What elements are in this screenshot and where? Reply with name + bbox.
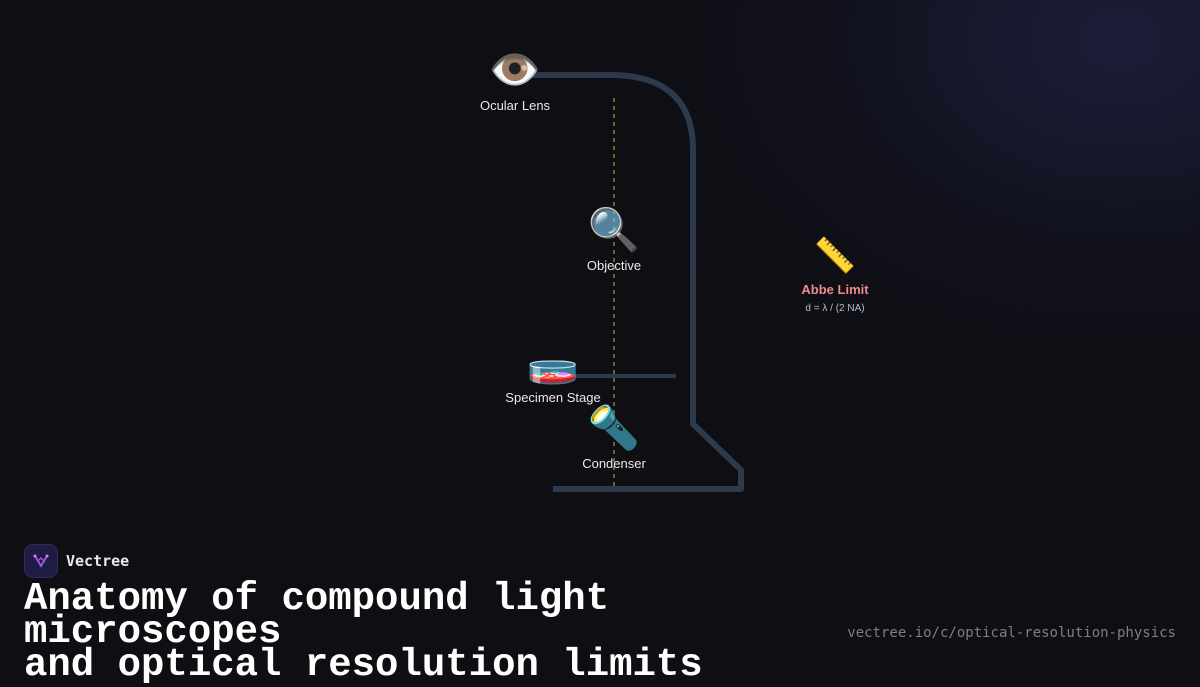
vectree-logo-icon bbox=[24, 544, 58, 578]
abbe-limit-annotation: 📏 Abbe Limit d = λ / (2 NA) bbox=[801, 236, 868, 314]
magnifying-glass-icon: 🔍 bbox=[587, 206, 641, 253]
petri-dish-icon: 🧫 bbox=[526, 338, 580, 385]
microscope-arm bbox=[528, 72, 744, 492]
flashlight-icon: 🔦 bbox=[587, 404, 641, 451]
brand-name: Vectree bbox=[66, 552, 130, 570]
node-label: Specimen Stage bbox=[505, 390, 601, 405]
node-condenser: 🔦 Condenser bbox=[582, 404, 646, 471]
abbe-limit-formula: d = λ / (2 NA) bbox=[805, 303, 865, 314]
node-label: Objective bbox=[586, 258, 642, 273]
eye-icon: 👁️ bbox=[488, 46, 542, 93]
source-url[interactable]: vectree.io/c/optical-resolution-physics bbox=[847, 625, 1176, 641]
node-label: Condenser bbox=[582, 456, 646, 471]
abbe-limit-label: Abbe Limit bbox=[801, 282, 869, 297]
node-objective: 🔍 Objective bbox=[587, 206, 641, 273]
node-ocular-lens: 👁️ Ocular Lens bbox=[480, 46, 550, 113]
title-line-2: and optical resolution limits bbox=[24, 643, 703, 687]
page-title: Anatomy of compound light microscopes an… bbox=[24, 580, 844, 685]
brand: Vectree bbox=[24, 544, 129, 578]
ruler-icon: 📏 bbox=[813, 237, 857, 275]
node-label: Ocular Lens bbox=[479, 98, 551, 113]
node-specimen-stage: 🧫 Specimen Stage bbox=[505, 338, 600, 405]
title-line-1: Anatomy of compound light microscopes bbox=[24, 577, 610, 654]
